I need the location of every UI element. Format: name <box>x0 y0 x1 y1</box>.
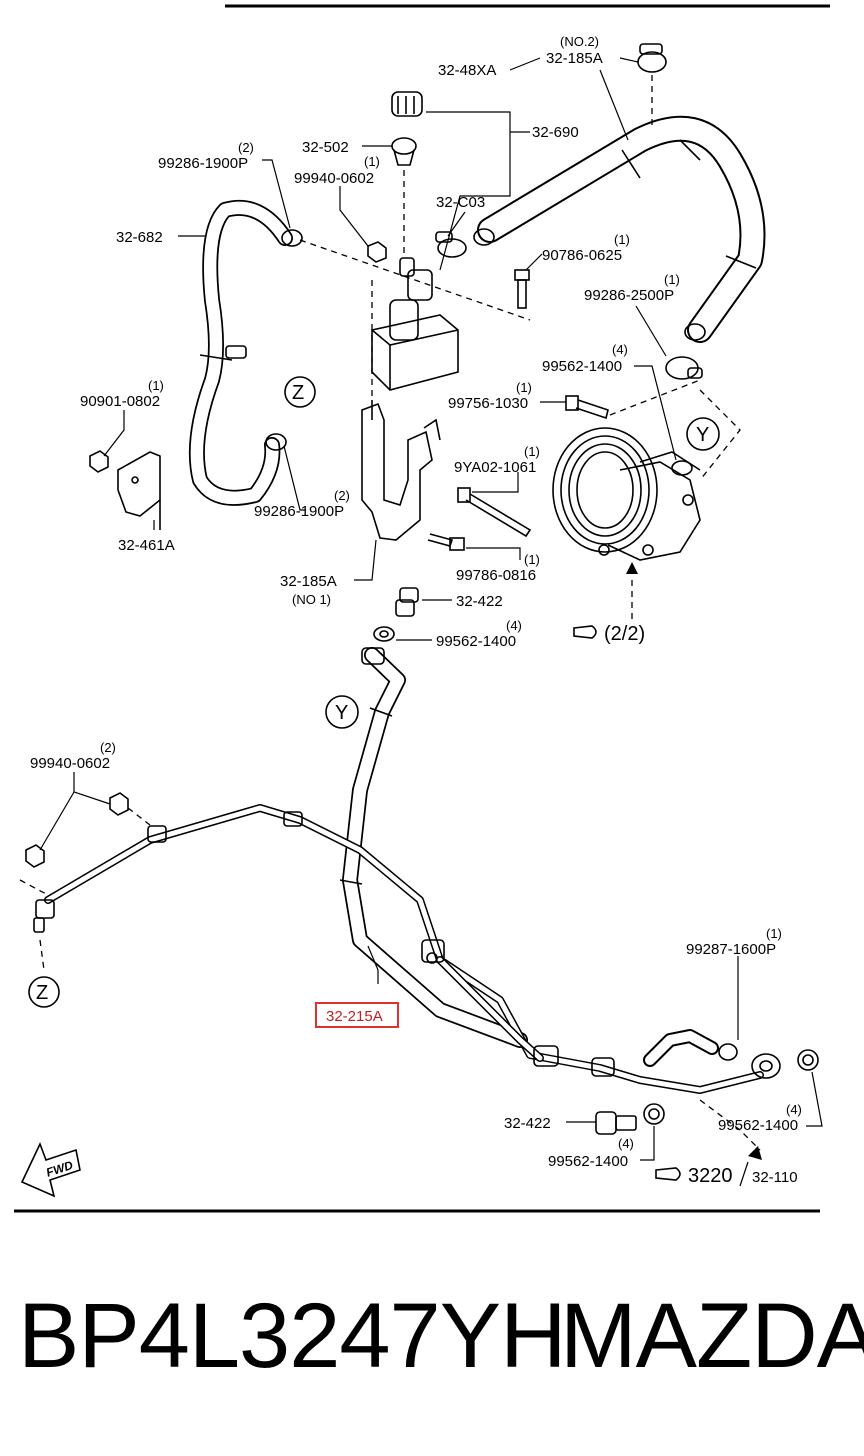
callout-qty-4a: (4) <box>612 342 628 357</box>
bracket-32-461a <box>117 451 161 530</box>
banjo-bolt-32-422-bottom <box>595 1111 637 1135</box>
pressure-hose-32-215a <box>339 647 528 1048</box>
callout-99940-0602-a: 99940-0602 <box>294 170 374 187</box>
small-return-hose <box>643 1029 719 1067</box>
footer: BP4L3247YH MAZDA <box>0 1290 864 1420</box>
callout-no1: (NO 1) <box>292 592 331 607</box>
hose-32-682 <box>188 199 293 506</box>
callout-qty-2a: (2) <box>238 140 254 155</box>
callout-32-185a-mid: 32-185A <box>280 573 337 590</box>
nut-90901 <box>89 450 109 473</box>
pipe-clamps <box>147 811 615 1077</box>
callout-qty-2b: (2) <box>334 488 350 503</box>
callout-qty-1h: (1) <box>766 926 782 941</box>
callout-qty-1g: (1) <box>524 552 540 567</box>
bolt-99756 <box>565 395 609 420</box>
callout-99940-0602-b: 99940-0602 <box>30 755 110 772</box>
callout-qty-4b: (4) <box>506 618 522 633</box>
callout-99786-0816: 99786-0816 <box>456 567 536 584</box>
callout-qty-1e: (1) <box>516 380 532 395</box>
callout-qty-1d: (1) <box>148 378 164 393</box>
washer-99562-right <box>797 1049 819 1071</box>
callout-no2: (NO.2) <box>560 34 599 49</box>
clamp-no2 <box>637 43 667 73</box>
ref-circle-y-mid <box>325 695 359 729</box>
hose-clamp-a <box>281 229 303 247</box>
callout-99562-1400-b: 99562-1400 <box>436 633 516 650</box>
callout-qty-4d: (4) <box>786 1102 802 1117</box>
hose-clamp-b <box>265 433 287 451</box>
callout-32-422-a: 32-422 <box>456 593 503 610</box>
bracket-32-185a-no1 <box>361 400 441 541</box>
bolt-99786 <box>427 533 465 551</box>
callout-99287-1600p: 99287-1600P <box>686 941 776 958</box>
callout-ref-32-110: 32-110 <box>752 1169 798 1186</box>
callout-32-215a: 32-215A <box>326 1008 383 1025</box>
callout-32-c03: 32-C03 <box>436 194 485 211</box>
callout-99286-1900p-a: 99286-1900P <box>158 155 248 172</box>
callout-32-422-b: 32-422 <box>504 1115 551 1132</box>
return-hose-32-48xa <box>473 115 766 343</box>
hose-clamp-c <box>225 345 247 359</box>
callout-99562-1400-c: 99562-1400 <box>548 1153 628 1170</box>
callout-32-502: 32-502 <box>302 139 349 156</box>
ref-circle-y-right <box>686 417 720 451</box>
callout-99562-1400-a: 99562-1400 <box>542 358 622 375</box>
callout-90901-0802: 90901-0802 <box>80 393 160 410</box>
brand-name: MAZDA <box>560 1285 864 1387</box>
clamp-99286-2500p <box>665 356 703 380</box>
clamp-99287 <box>718 1043 738 1061</box>
nut-99940-lower-a <box>109 792 129 816</box>
highlight-box-32-215a <box>315 1002 399 1028</box>
callout-32-185a-top: 32-185A <box>546 50 603 67</box>
washer-99562-mid <box>373 626 395 642</box>
ref-glyph-2-2 <box>573 625 597 639</box>
fwd-arrow-icon: FWD <box>20 1141 81 1198</box>
callout-99756-1030: 99756-1030 <box>448 395 528 412</box>
callout-9ya02-1061: 9YA02-1061 <box>454 459 536 476</box>
reservoir-cap <box>391 91 423 117</box>
callout-32-690: 32-690 <box>532 124 579 141</box>
callout-32-461a: 32-461A <box>118 537 175 554</box>
callout-ref-2-2: (2/2) <box>604 623 645 645</box>
arrow-3220 <box>748 1146 762 1160</box>
callout-z-bottom: Z <box>36 982 48 1004</box>
power-steering-pump <box>552 427 701 561</box>
ref-glyph-3220 <box>655 1167 681 1181</box>
nut-99940-lower-b <box>25 844 45 868</box>
washer-99562-bottom <box>643 1103 665 1125</box>
ref-circle-z-top <box>284 376 316 408</box>
callout-qty-1a: (1) <box>364 154 380 169</box>
callout-qty-4c: (4) <box>618 1136 634 1151</box>
callout-y-right: Y <box>696 424 709 446</box>
banjo-bolt-32-422-top <box>395 587 419 617</box>
callout-y-mid: Y <box>335 702 348 724</box>
bolt-9ya02 <box>457 487 532 538</box>
strainer <box>391 137 417 166</box>
left-connector <box>33 899 55 933</box>
callout-qty-1f: (1) <box>524 444 540 459</box>
callout-32-48xa: 32-48XA <box>438 62 496 79</box>
reservoir-tank <box>371 257 459 391</box>
bolt-90786 <box>514 269 530 309</box>
washer-pump-y <box>671 460 693 476</box>
part-number: BP4L3247YH <box>18 1285 567 1387</box>
ref-circle-z-bottom <box>28 976 60 1008</box>
callout-qty-1c: (1) <box>664 272 680 287</box>
callout-99286-1900p-b: 99286-1900P <box>254 503 344 520</box>
callout-99286-2500p: 99286-2500P <box>584 287 674 304</box>
banjo-fitting-right <box>751 1053 781 1079</box>
callout-32-682: 32-682 <box>116 229 163 246</box>
callout-99562-1400-d: 99562-1400 <box>718 1117 798 1134</box>
callout-qty-2c: (2) <box>100 740 116 755</box>
power-steering-parts-diagram: (NO.2) 32-48XA 32-185A 32-690 32-502 (2)… <box>14 4 830 1213</box>
callout-90786-0625: 90786-0625 <box>542 247 622 264</box>
nut-99940-top <box>367 241 387 263</box>
arrow-2-2 <box>626 562 638 574</box>
leader-lines <box>39 57 823 1161</box>
callout-ref-3220: 3220 <box>688 1165 733 1187</box>
callout-z-top: Z <box>292 382 304 404</box>
clamp-32-c03 <box>435 231 467 258</box>
callout-qty-1b: (1) <box>614 232 630 247</box>
